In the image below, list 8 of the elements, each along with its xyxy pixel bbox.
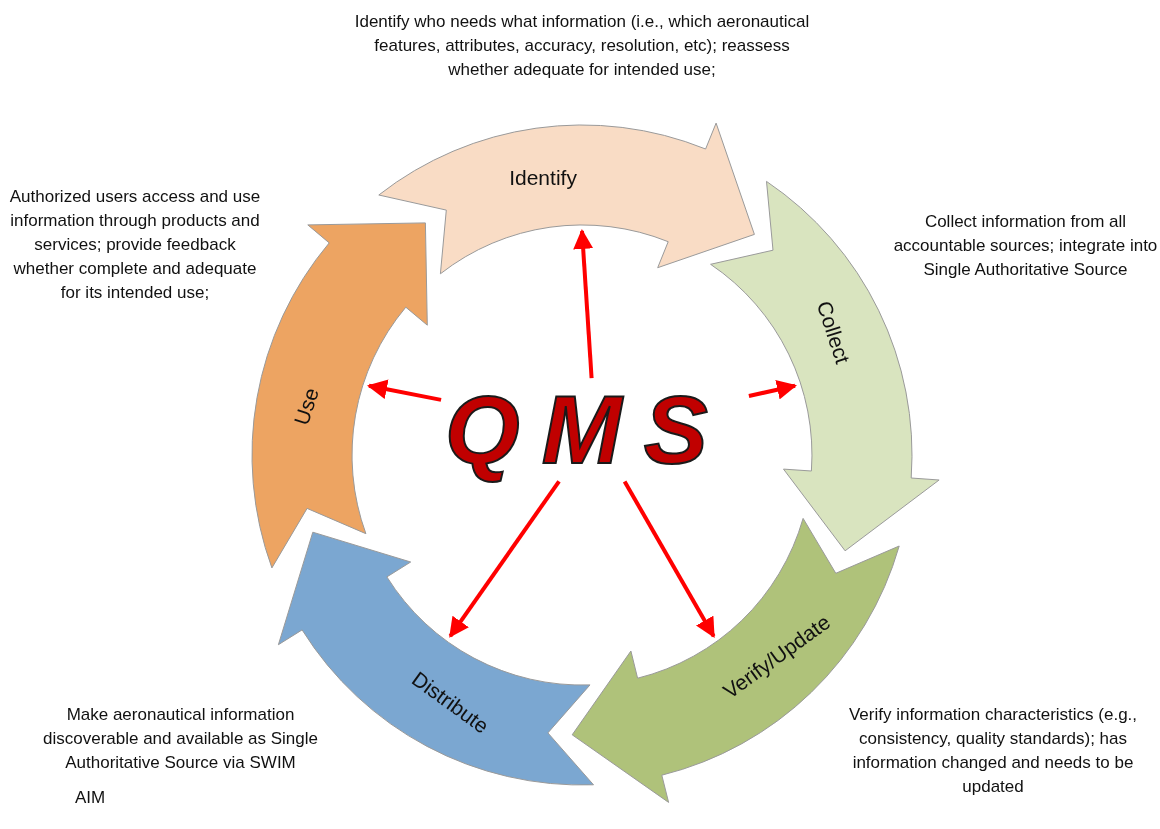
arrow [367, 379, 442, 402]
description-text: Identify who needs what information (i.e., which aeronautical features, attributes, accuracy, resolution, etc); reassess whether adequate for intended use; [353, 11, 811, 81]
arrow [573, 229, 594, 379]
arrow [622, 480, 716, 638]
cycle-segment: Identify [378, 122, 755, 275]
arrow [748, 379, 797, 400]
arrow [448, 480, 561, 638]
note-text: AIM [73, 787, 107, 809]
